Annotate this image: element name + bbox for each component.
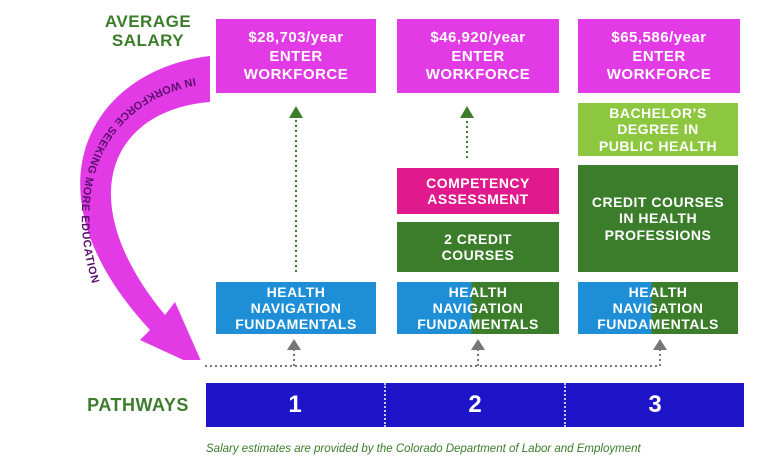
step-line-2-2b: COURSES [441,247,515,263]
up-arrow-icon-grey-2 [471,339,485,350]
base-line-1c: FUNDAMENTALS [235,316,357,333]
competency-assessment-box: COMPETENCY ASSESSMENT [397,168,559,214]
salary-box-1: $28,703/year ENTER WORKFORCE [216,19,376,93]
enter-line-1b: WORKFORCE [243,65,349,83]
pathway-1: 1 [288,391,302,418]
enter-line-1a: ENTER [269,48,323,66]
enter-line-3a: ENTER [632,48,686,66]
credit-courses-health-box: CREDIT COURSES IN HEALTH PROFESSIONS [578,165,738,272]
up-arrow-icon-grey-1 [287,339,301,350]
curved-arrow-body [80,56,210,360]
step-line-2-1b: ASSESSMENT [427,191,529,207]
base-line-2c: FUNDAMENTALS [417,316,539,333]
pathway-2: 2 [384,383,564,427]
bachelors-degree-box: BACHELOR’S DEGREE IN PUBLIC HEALTH [578,103,738,156]
step-line-3-1b: DEGREE IN [617,121,699,138]
base-line-3b: NAVIGATION [612,299,704,316]
base-line-1b: NAVIGATION [250,299,342,316]
step-line-2-1a: COMPETENCY [426,174,530,191]
base-line-3c: FUNDAMENTALS [597,316,719,333]
enter-line-2a: ENTER [451,48,505,66]
base-line-2a: HEALTH [448,283,508,300]
average-salary-label: AVERAGE SALARY [88,12,208,50]
up-arrow-icon-green-2 [460,106,474,118]
step-line-3-2c: PROFESSIONS [604,226,712,243]
salary-amount-1: $28,703/year [248,29,344,47]
curved-education-arrow: IN WORKFORCE SEEKING MORE EDUCATION [79,56,210,360]
enter-line-2b: WORKFORCE [425,65,531,83]
step-line-3-2a: CREDIT COURSES [591,194,725,211]
step-line-3-1c: PUBLIC HEALTH [598,137,718,154]
salary-amount-3: $65,586/year [611,29,707,47]
health-nav-box-3: HEALTH NAVIGATION FUNDAMENTALS [578,282,738,334]
step-line-3-1a: BACHELOR’S [609,105,707,122]
salary-box-3: $65,586/year ENTER WORKFORCE [578,19,740,93]
up-arrow-icon-grey-3 [653,339,667,350]
pathways-bar: 1 2 3 [206,383,744,427]
average-salary-line-1: AVERAGE [104,12,192,31]
average-salary-line-2: SALARY [111,30,185,50]
health-nav-box-2: HEALTH NAVIGATION FUNDAMENTALS [397,282,559,334]
pathway-3: 3 [564,383,744,427]
base-line-2b: NAVIGATION [432,299,524,316]
step-line-2-2a: 2 CREDIT [444,230,512,247]
health-nav-box-1: HEALTH NAVIGATION FUNDAMENTALS [216,282,376,334]
base-line-1a: HEALTH [266,283,326,300]
salary-box-2: $46,920/year ENTER WORKFORCE [397,19,559,93]
enter-line-3b: WORKFORCE [606,65,712,83]
step-line-3-2b: IN HEALTH [618,210,698,227]
base-line-3a: HEALTH [628,283,688,300]
salary-amount-2: $46,920/year [430,29,526,47]
credit-courses-box: 2 CREDIT COURSES [397,222,559,272]
up-arrow-icon-green-1 [289,106,303,118]
salary-footnote: Salary estimates are provided by the Col… [206,443,641,455]
pathways-label: PATHWAYS [87,395,189,415]
